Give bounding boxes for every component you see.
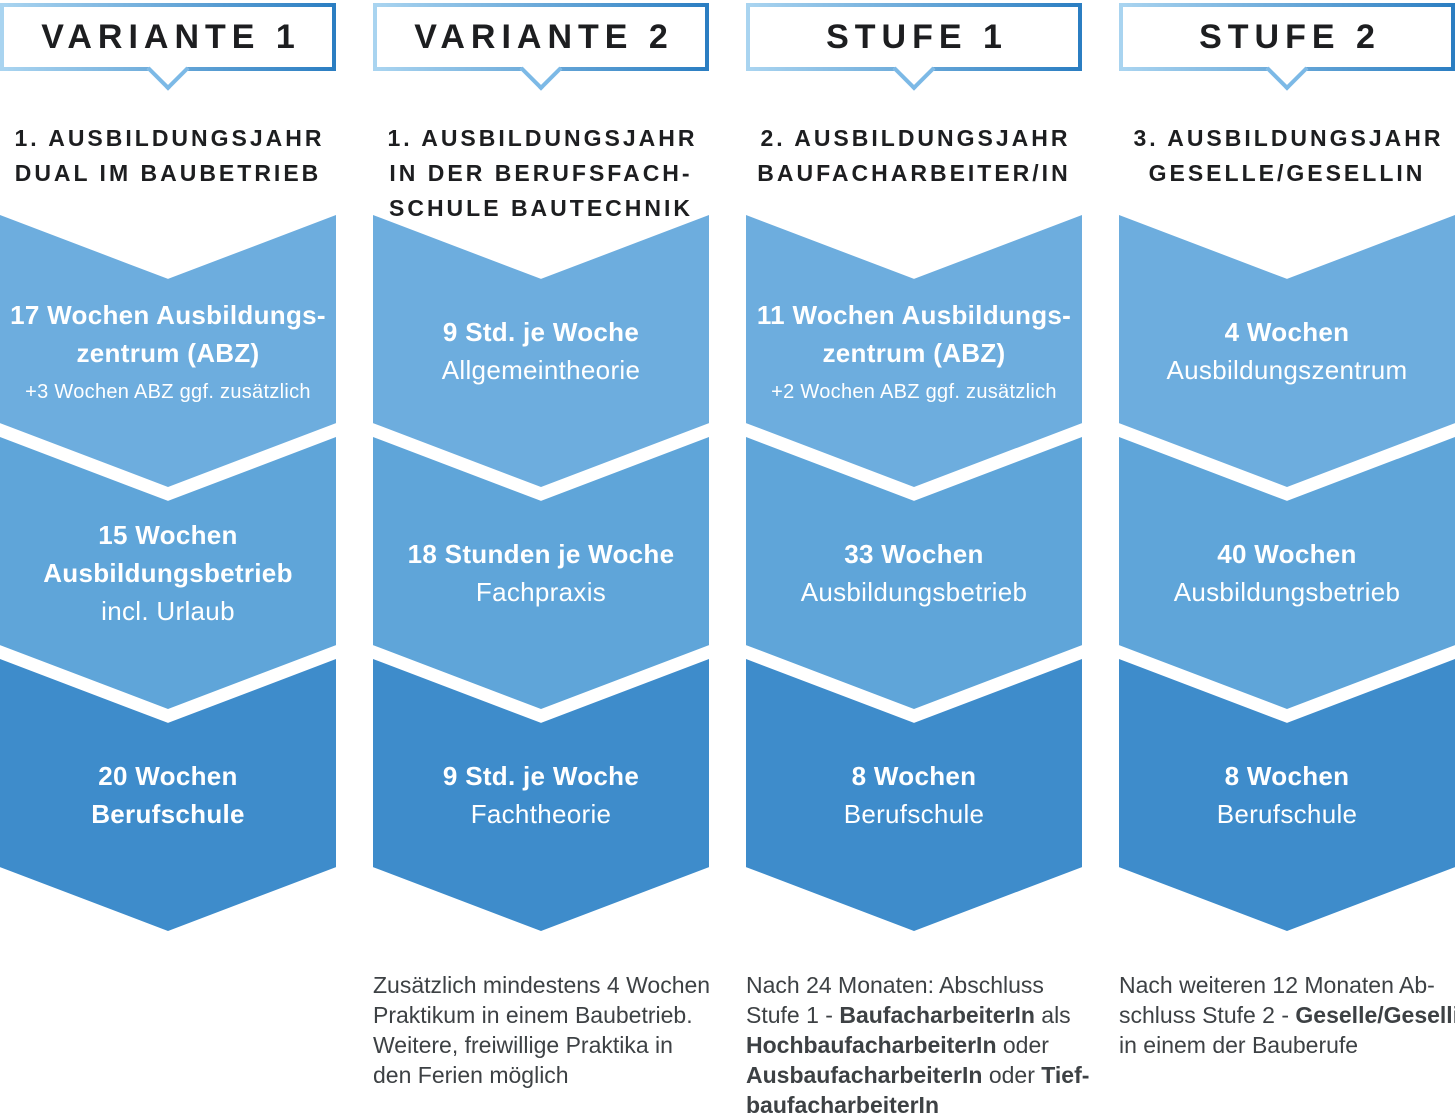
chevron-note: +3 Wochen ABZ ggf. zusätzlich — [25, 380, 311, 403]
chevron-text: 4 Wochen Ausbildungszentrum — [1119, 313, 1455, 389]
stage-header-box: VARIANTE 1 — [0, 3, 336, 91]
footnote-text: schluss Stufe 2 - — [1119, 1002, 1296, 1028]
column-stufe-1: STUFE 1 2. AUSBILDUNGSJAHR BAUFACHARBEIT… — [746, 0, 1089, 1120]
chevron-subtitle: Allgemeintheorie — [441, 355, 641, 385]
chevron-title: 18 Stunden je Woche — [407, 539, 675, 569]
stage-header-box: STUFE 2 — [1119, 3, 1455, 91]
chevron-title: 11 Wochen Ausbildungs- — [756, 299, 1072, 330]
chevron-text: 8 Wochen Berufschule — [1119, 757, 1455, 833]
chevron-text: 40 Wochen Ausbildungsbetrieb — [1119, 535, 1455, 611]
footnote-text: Tief- — [1041, 1062, 1090, 1088]
stage-header-box: STUFE 1 — [746, 3, 1082, 91]
footnote-text: als — [1034, 1002, 1071, 1028]
footnote-text: den Ferien möglich — [373, 1062, 569, 1088]
chevron-title: 8 Wochen — [851, 761, 977, 791]
chevron-subtitle: Berufschule — [1216, 799, 1358, 829]
chevron-subtitle: Ausbildungsbetrieb — [800, 577, 1028, 607]
chevron-subtitle: Ausbildungsbetrieb — [1173, 577, 1401, 607]
chevron-stack: 4 Wochen Ausbildungszentrum 40 Wochen Au… — [1119, 215, 1455, 931]
chevron-title: 9 Std. je Woche — [442, 317, 640, 347]
stage-subtitle: 2. AUSBILDUNGSJAHR BAUFACHARBEITER/IN — [757, 125, 1071, 186]
stage-header-box: VARIANTE 2 — [373, 3, 709, 91]
chevron-title: 17 Wochen Ausbildungs- — [10, 299, 326, 330]
footnote-text: oder — [982, 1062, 1042, 1088]
chevron-title: zentrum (ABZ) — [822, 337, 1006, 368]
stage-subtitle: 1. AUSBILDUNGSJAHR DUAL IM BAUBETRIEB — [14, 125, 325, 186]
chevron-note: +2 Wochen ABZ ggf. zusätzlich — [771, 380, 1057, 403]
footnote-text: HochbaufacharbeiterIn — [746, 1032, 997, 1058]
chevron-text: 9 Std. je Woche Allgemeintheorie — [373, 313, 709, 389]
column-variante-1: VARIANTE 1 1. AUSBILDUNGSJAHR DUAL IM BA… — [0, 0, 336, 1120]
chevron-text: 9 Std. je Woche Fachtheorie — [373, 757, 709, 833]
chevron-text: 20 Wochen Berufschule — [0, 757, 336, 833]
chevron-stack: 9 Std. je Woche Allgemeintheorie 18 Stun… — [373, 215, 709, 931]
chevron-title: zentrum (ABZ) — [76, 337, 260, 368]
chevron-stack: 11 Wochen Ausbildungs- zentrum (ABZ) +2 … — [746, 215, 1082, 931]
column-variante-2: VARIANTE 2 1. AUSBILDUNGSJAHR IN DER BER… — [373, 0, 711, 1120]
chevron-text: 8 Wochen Berufschule — [746, 757, 1082, 833]
chevron-text: 18 Stunden je Woche Fachpraxis — [373, 535, 709, 611]
chevron-title: 9 Std. je Woche — [442, 761, 640, 791]
footnote: Nach 24 Monaten: Abschluss Stufe 1 - Bau… — [746, 970, 1089, 1120]
column-stufe-2: STUFE 2 3. AUSBILDUNGSJAHR GESELLE/GESEL… — [1119, 0, 1455, 1120]
chevron-subtitle: Fachpraxis — [475, 577, 607, 607]
chevron-title: Ausbildungsbetrieb — [43, 558, 293, 588]
chevron-title: 33 Wochen — [844, 539, 984, 569]
footnote-text: Praktikum in einem Baubetrieb. — [373, 1002, 693, 1028]
chevron-text: 33 Wochen Ausbildungsbetrieb — [746, 535, 1082, 611]
footnote-text: Nach 24 Monaten: Abschluss — [746, 972, 1044, 998]
chevron-title: 20 Wochen — [98, 761, 238, 791]
footnote-text: Weitere, freiwillige Praktika in — [373, 1032, 673, 1058]
chevron-title: 8 Wochen — [1224, 761, 1350, 791]
chevron-subtitle: Berufschule — [843, 799, 985, 829]
stage-subtitle: 1. AUSBILDUNGSJAHR IN DER BERUFSFACH- SC… — [387, 125, 698, 221]
footnote-text: Zusätzlich mindestens 4 Wochen — [373, 972, 711, 998]
chevron-text: 11 Wochen Ausbildungs- zentrum (ABZ) +2 … — [746, 296, 1082, 407]
footnote-text: AusbaufacharbeiterIn — [746, 1062, 983, 1088]
chevron-title: Berufschule — [91, 799, 245, 829]
chevron-subtitle: Ausbildungszentrum — [1166, 355, 1408, 385]
footnote-text: oder — [996, 1032, 1049, 1058]
chevron-subtitle: incl. Urlaub — [101, 596, 235, 626]
chevron-segment-abz: 17 Wochen Ausbildungs- zentrum (ABZ) +3 … — [0, 215, 336, 487]
footnote-text: Nach weiteren 12 Monaten Ab- — [1119, 972, 1435, 998]
chevron-text: 17 Wochen Ausbildungs- zentrum (ABZ) +3 … — [0, 296, 336, 407]
chevron-title: 15 Wochen — [98, 520, 238, 550]
footnote: Nach weiteren 12 Monaten Ab- schluss Stu… — [1119, 970, 1455, 1060]
footnote-text: baufacharbeiterIn — [746, 1092, 939, 1118]
chevron-segment-abz: 4 Wochen Ausbildungszentrum — [1119, 215, 1455, 487]
chevron-title: 40 Wochen — [1217, 539, 1357, 569]
footnote: Zusätzlich mindestens 4 Wochen Praktikum… — [373, 970, 711, 1090]
footnote-text: Stufe 1 - — [746, 1002, 840, 1028]
footnote-text: in einem der Bauberufe — [1119, 1032, 1359, 1058]
chevron-segment-allgemeintheorie: 9 Std. je Woche Allgemeintheorie — [373, 215, 709, 487]
footnote-text: BaufacharbeiterIn — [839, 1002, 1035, 1028]
chevron-text: 15 Wochen Ausbildungsbetrieb incl. Urlau… — [0, 516, 336, 630]
chevron-subtitle: Fachtheorie — [470, 799, 612, 829]
chevron-title: 4 Wochen — [1224, 317, 1350, 347]
chevron-segment-abz: 11 Wochen Ausbildungs- zentrum (ABZ) +2 … — [746, 215, 1082, 487]
stage-subtitle: 3. AUSBILDUNGSJAHR GESELLE/GESELLIN — [1133, 125, 1444, 186]
chevron-stack: 17 Wochen Ausbildungs- zentrum (ABZ) +3 … — [0, 215, 336, 931]
